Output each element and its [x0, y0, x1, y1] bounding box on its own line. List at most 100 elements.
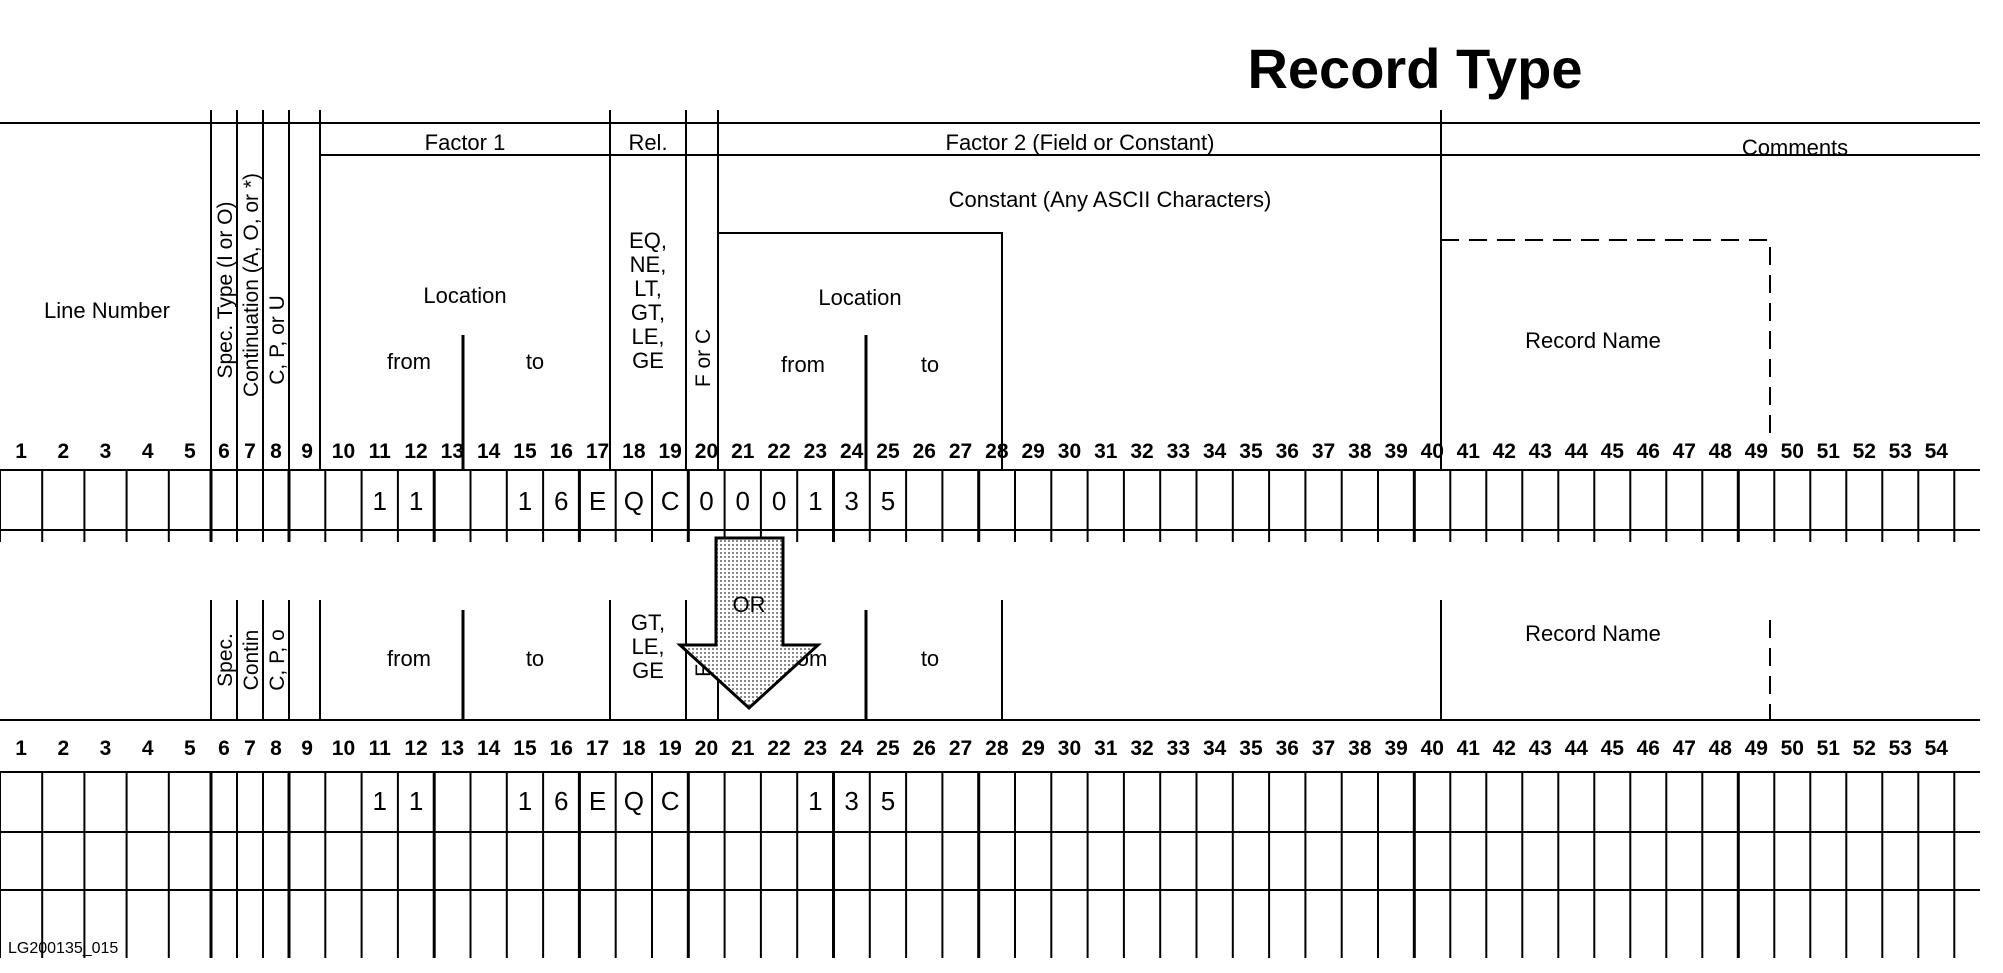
column-number: 2: [57, 737, 69, 760]
rel-op: EQ,: [629, 228, 667, 253]
to2-header: to: [921, 352, 939, 377]
column-number: 44: [1565, 737, 1589, 760]
column-number: 9: [301, 440, 313, 463]
location2-header: Location: [818, 285, 901, 310]
column-number: 28: [985, 737, 1009, 760]
column-number: 18: [622, 440, 646, 463]
column-number: 24: [840, 440, 864, 463]
column-number: 51: [1817, 440, 1841, 463]
column-number: 38: [1348, 737, 1372, 760]
spec-header: Spec.: [214, 633, 237, 687]
column-number: 31: [1094, 737, 1118, 760]
column-number: 41: [1457, 737, 1481, 760]
column-number: 10: [332, 737, 355, 760]
form-entry: C: [661, 486, 680, 516]
column-number: 43: [1529, 737, 1552, 760]
column-number: 5: [184, 737, 196, 760]
contin-header: Contin: [240, 630, 263, 691]
column-number: 17: [586, 737, 609, 760]
column-number: 12: [404, 440, 427, 463]
column-number: 47: [1673, 737, 1696, 760]
column-number: 44: [1565, 440, 1589, 463]
form-entry: 6: [554, 486, 568, 516]
column-number: 36: [1276, 440, 1299, 463]
form-entry: 0: [736, 486, 750, 516]
bottom-to-header: to: [526, 646, 544, 671]
column-number: 12: [404, 737, 427, 760]
column-number: 16: [550, 440, 573, 463]
column-number: 7: [244, 737, 256, 760]
column-number: 32: [1130, 737, 1153, 760]
form-entry: Q: [624, 786, 644, 816]
rel-op: LT,: [634, 276, 662, 301]
cpu-header: C, P, or U: [266, 295, 289, 384]
location-header: Location: [423, 283, 506, 308]
column-number: 27: [949, 440, 972, 463]
column-number: 9: [301, 737, 313, 760]
from2-header: from: [781, 352, 825, 377]
rel-op: GE: [632, 348, 664, 373]
form-entry: 1: [409, 486, 423, 516]
cpo-header: C, P, o: [266, 629, 289, 690]
column-number: 29: [1021, 440, 1044, 463]
record-name-header: Record Name: [1525, 328, 1661, 353]
column-number: 42: [1493, 737, 1516, 760]
column-number: 19: [658, 737, 681, 760]
column-number: 10: [332, 440, 355, 463]
form-entry: E: [589, 786, 606, 816]
column-number: 48: [1709, 737, 1733, 760]
column-number: 3: [100, 440, 112, 463]
form-entry: 1: [373, 786, 387, 816]
column-number: 6: [218, 737, 230, 760]
from-header: from: [387, 349, 431, 374]
form-entry: 3: [844, 486, 858, 516]
column-number: 26: [913, 440, 936, 463]
column-number: 21: [731, 737, 755, 760]
form-entry: 1: [808, 786, 822, 816]
column-number: 27: [949, 737, 972, 760]
column-number: 4: [142, 737, 154, 760]
column-number: 2: [57, 440, 69, 463]
column-number: 3: [100, 737, 112, 760]
column-number: 28: [985, 440, 1009, 463]
column-number: 50: [1781, 440, 1804, 463]
column-number: 4: [142, 440, 154, 463]
column-number: 40: [1421, 440, 1444, 463]
column-number: 13: [441, 440, 464, 463]
column-number: 54: [1925, 737, 1949, 760]
column-number: 30: [1058, 737, 1081, 760]
column-number: 34: [1203, 737, 1227, 760]
column-number: 13: [441, 737, 464, 760]
column-number: 26: [913, 737, 936, 760]
column-number: 53: [1889, 440, 1912, 463]
or-label: OR: [733, 592, 766, 617]
column-number: 35: [1239, 440, 1263, 463]
to-header: to: [526, 349, 544, 374]
form-entry: 1: [409, 786, 423, 816]
bottom-entry-grid: [0, 772, 1956, 958]
rel-ops: EQ,NE,LT,GT,LE,GE: [629, 228, 667, 373]
line-number-header: Line Number: [44, 298, 170, 323]
column-number: 46: [1637, 737, 1660, 760]
form-entry: 5: [881, 486, 895, 516]
constant-header: Constant (Any ASCII Characters): [949, 187, 1272, 212]
column-number: 5: [184, 440, 196, 463]
column-number: 11: [369, 440, 392, 463]
column-number: 31: [1094, 440, 1118, 463]
column-number: 46: [1637, 440, 1660, 463]
form-entry: 0: [772, 486, 786, 516]
top-form: [0, 110, 1980, 531]
factor2-header: Factor 2 (Field or Constant): [946, 130, 1215, 155]
continuation-header: Continuation (A, O, or *): [240, 173, 263, 397]
column-number: 32: [1130, 440, 1153, 463]
column-number: 49: [1745, 440, 1768, 463]
column-number: 37: [1312, 440, 1335, 463]
figure-code: LG200135_015: [8, 940, 118, 957]
column-number: 42: [1493, 440, 1516, 463]
bottom-rel-ops: GT,LE,GE: [631, 610, 665, 683]
column-number: 25: [876, 737, 900, 760]
column-number: 17: [586, 440, 609, 463]
column-number: 30: [1058, 440, 1081, 463]
bottom-to2-header: to: [921, 646, 939, 671]
column-number: 1: [15, 737, 27, 760]
